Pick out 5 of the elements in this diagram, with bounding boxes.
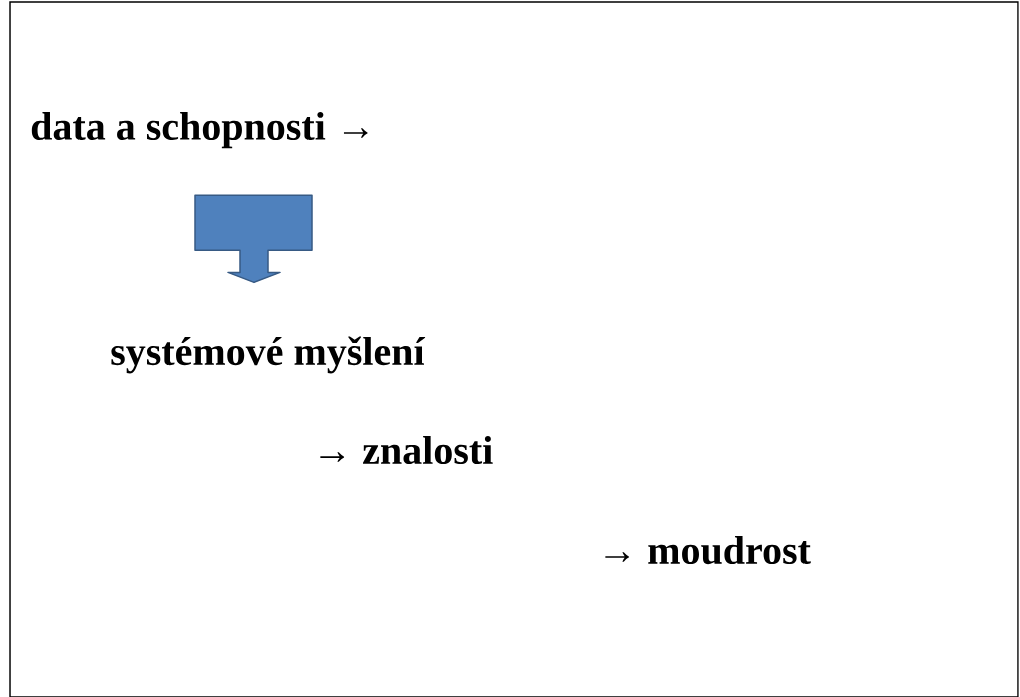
text-label: → znalosti	[320, 435, 493, 465]
text-label: systémové myšlení	[111, 336, 426, 374]
block-arrow	[194, 194, 313, 284]
text-label: data a schopnosti →	[31, 111, 368, 149]
text-label: → moudrost	[605, 535, 811, 565]
